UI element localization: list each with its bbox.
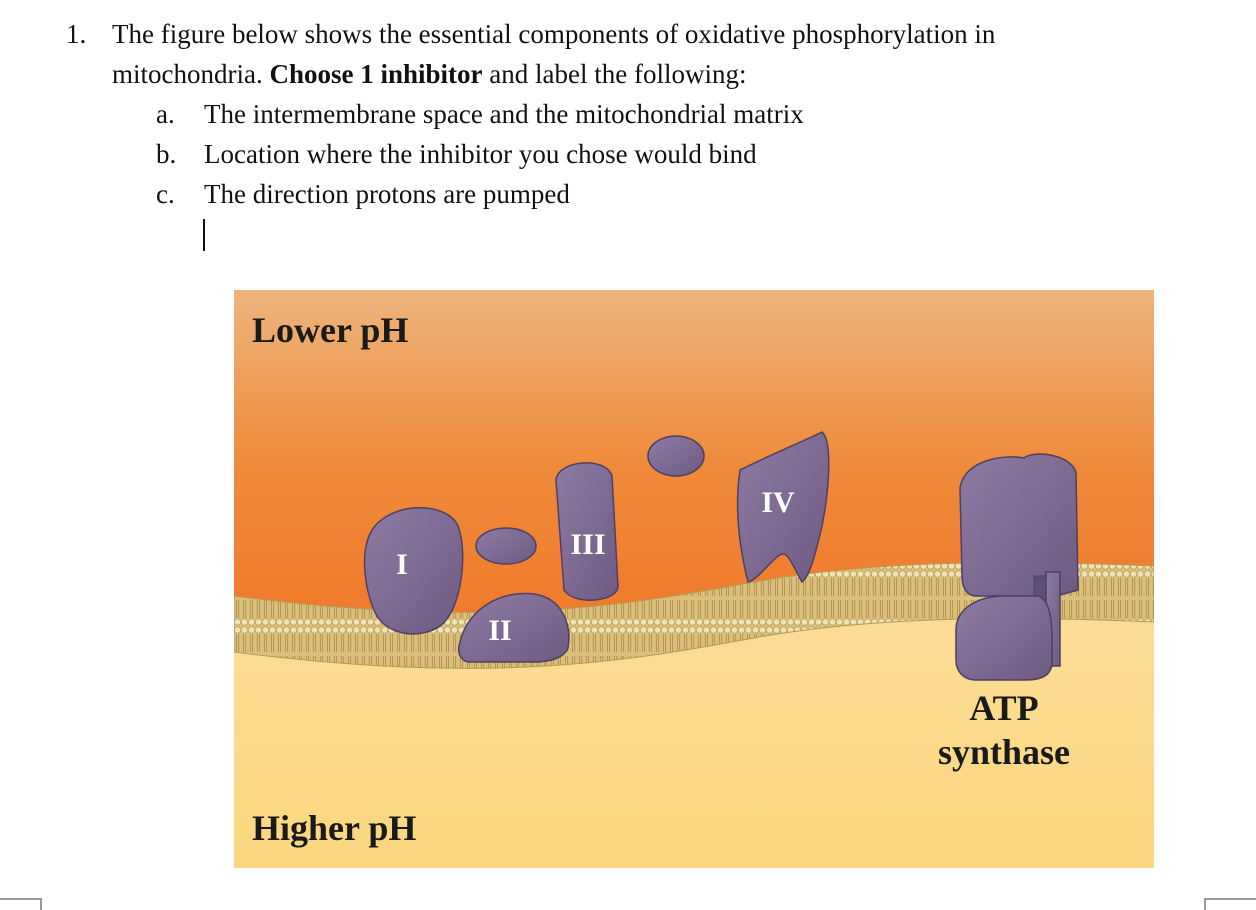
page-corner-left [0, 898, 42, 910]
question-line-1: The figure below shows the essential com… [112, 19, 996, 49]
item-b-label: b. [156, 139, 177, 169]
atp-synthase-label-line2: synthase [938, 732, 1070, 772]
question-line-2-start: mitochondria. [112, 59, 270, 89]
item-c-text: The direction protons are pumped [204, 179, 570, 209]
oxidative-phosphorylation-figure: Lower pH Higher pH I II III IV ATP synth… [234, 290, 1154, 868]
item-b-text: Location where the inhibitor you chose w… [204, 139, 757, 169]
question-number: 1. [66, 19, 87, 49]
higher-ph-label: Higher pH [252, 808, 416, 848]
ubiquinone [475, 527, 537, 565]
atp-synthase-f0 [959, 453, 1079, 597]
complex-ii-label: II [488, 614, 511, 647]
complex-iv-label: IV [761, 486, 795, 519]
complex-i [363, 507, 464, 635]
atp-synthase-label-line1: ATP [969, 688, 1038, 728]
cytochrome-c [647, 435, 705, 477]
complex-iii [555, 462, 619, 601]
item-c-label: c. [156, 179, 175, 209]
atp-synthase-f1 [955, 595, 1053, 681]
page-corner-right [1204, 898, 1256, 910]
complex-i-label: I [396, 548, 408, 581]
item-a-label: a. [156, 99, 175, 129]
question-line-2-end: and label the following: [482, 59, 747, 89]
question-emphasis: Choose 1 inhibitor [269, 59, 483, 89]
item-a-text: The intermembrane space and the mitochon… [204, 99, 804, 129]
lower-ph-label: Lower pH [252, 310, 408, 350]
complex-iv [736, 431, 830, 584]
text-cursor[interactable] [203, 219, 205, 251]
complex-iii-label: III [570, 528, 605, 561]
complex-ii [458, 592, 570, 663]
question-line-2: mitochondria. Choose 1 inhibitor and lab… [112, 54, 746, 94]
